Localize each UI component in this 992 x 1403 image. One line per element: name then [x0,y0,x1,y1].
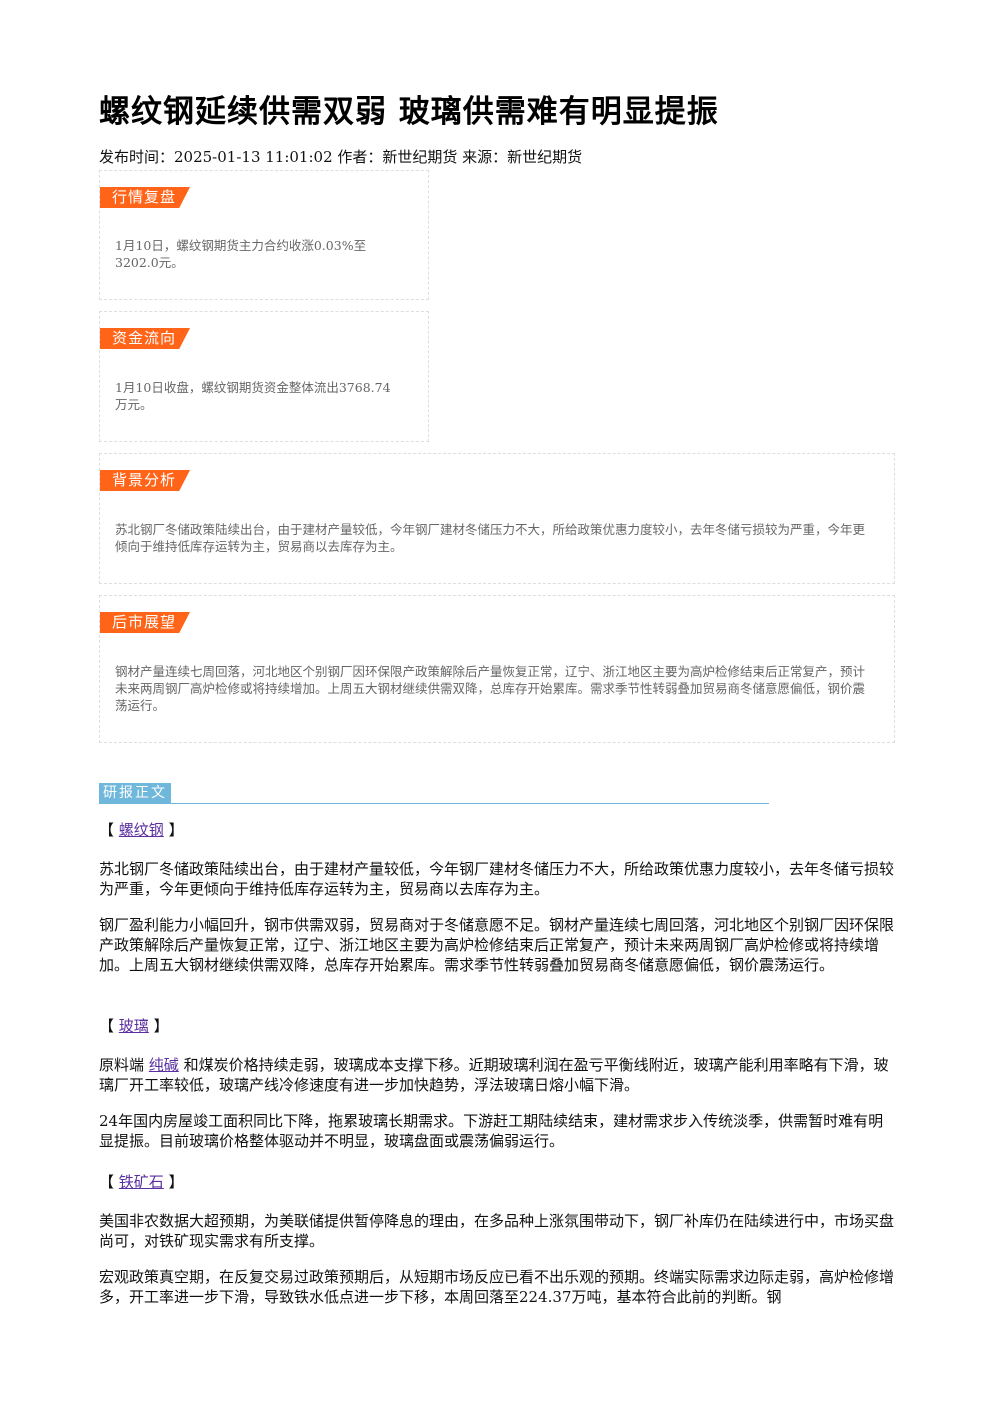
card-background-analysis: 背景分析 苏北钢厂冬储政策陆续出台，由于建材产量较低，今年钢厂建材冬储压力不大，… [99,453,895,584]
bracket-close: 】 [168,1173,184,1191]
section-heading-glass: 【 玻璃 】 [99,1015,169,1036]
report-header: 研报正文 [99,783,769,804]
soda-ash-link[interactable]: 纯碱 [148,1056,179,1074]
bracket-open: 【 [99,1173,115,1191]
card-tag: 背景分析 [100,470,190,491]
article-meta: 发布时间：2025-01-13 11:01:02 作者：新世纪期货 来源：新世纪… [99,148,583,166]
glass-link[interactable]: 玻璃 [118,1017,149,1035]
paragraph-suffix: 和煤炭价格持续走弱，玻璃成本支撑下移。近期玻璃利润在盈亏平衡线附近，玻璃产能利用… [99,1056,889,1094]
section-heading-rebar: 【 螺纹钢 】 [99,819,184,840]
paragraph: 原料端 纯碱 和煤炭价格持续走弱，玻璃成本支撑下移。近期玻璃利润在盈亏平衡线附近… [99,1055,895,1095]
card-fund-flow: 资金流向 1月10日收盘，螺纹钢期货资金整体流出3768.74万元。 [99,311,429,442]
paragraph: 钢厂盈利能力小幅回升，钢市供需双弱，贸易商对于冬储意愿不足。钢材产量连续七周回落… [99,916,895,974]
card-body: 1月10日，螺纹钢期货主力合约收涨0.03%至3202.0元。 [115,238,367,270]
card-body: 苏北钢厂冬储政策陆续出台，由于建材产量较低，今年钢厂建材冬储压力不大，所给政策优… [115,522,866,554]
card-market-review: 行情复盘 1月10日，螺纹钢期货主力合约收涨0.03%至3202.0元。 [99,170,429,300]
card-tag: 行情复盘 [100,187,190,208]
bracket-open: 【 [99,1017,115,1035]
section-heading-iron-ore: 【 铁矿石 】 [99,1171,184,1192]
card-body: 钢材产量连续七周回落，河北地区个别钢厂因环保限产政策解除后产量恢复正常，辽宁、浙… [115,664,866,713]
bracket-open: 【 [99,821,115,839]
card-tag: 后市展望 [100,612,190,633]
paragraph: 24年国内房屋竣工面积同比下降，拖累玻璃长期需求。下游赶工期陆续结束，建材需求步… [99,1112,884,1150]
card-body: 1月10日收盘，螺纹钢期货资金整体流出3768.74万元。 [115,380,391,412]
paragraph: 宏观政策真空期，在反复交易过政策预期后，从短期市场反应已看不出乐观的预期。终端实… [99,1268,895,1306]
card-outlook: 后市展望 钢材产量连续七周回落，河北地区个别钢厂因环保限产政策解除后产量恢复正常… [99,595,895,743]
paragraph-prefix: 原料端 [99,1056,145,1074]
paragraph: 苏北钢厂冬储政策陆续出台，由于建材产量较低，今年钢厂建材冬储压力不大，所给政策优… [99,860,895,898]
article-title: 螺纹钢延续供需双弱 玻璃供需难有明显提振 [99,94,719,130]
bracket-close: 】 [168,821,184,839]
iron-ore-link[interactable]: 铁矿石 [118,1173,164,1191]
report-tag: 研报正文 [99,783,171,803]
paragraph: 美国非农数据大超预期，为美联储提供暂停降息的理由，在多品种上涨氛围带动下，钢厂补… [99,1212,895,1250]
card-tag: 资金流向 [100,328,190,349]
rebar-link[interactable]: 螺纹钢 [118,821,164,839]
bracket-close: 】 [153,1017,169,1035]
